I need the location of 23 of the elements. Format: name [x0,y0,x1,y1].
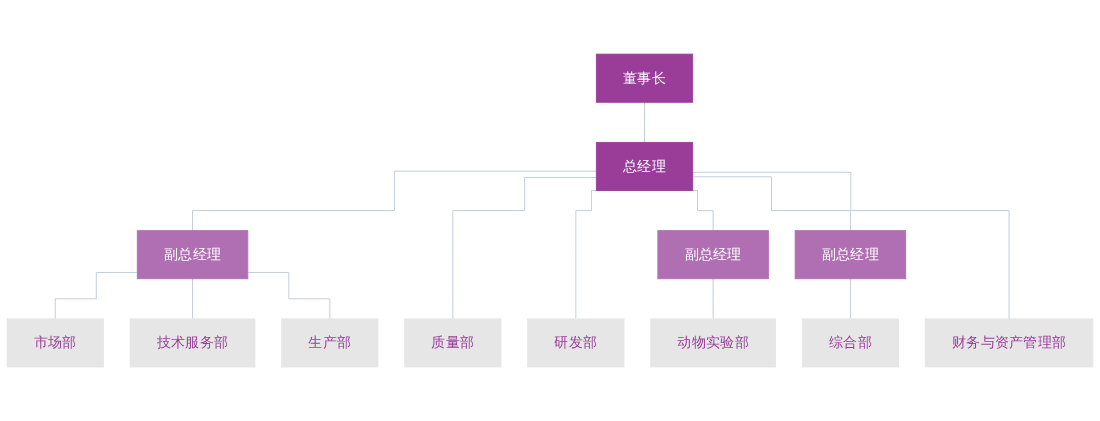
node-box: 副总经理 [794,230,907,280]
node-box: 质量部 [404,318,502,368]
connector [692,176,851,231]
node-box: 副总经理 [136,230,249,280]
node-box: 市场部 [6,318,104,368]
node-box: 动物实验部 [650,318,776,368]
node-box: 研发部 [527,318,625,368]
connector [692,171,1010,320]
connector [247,271,331,320]
node-box: 董事长 [595,53,694,103]
connector [644,101,645,143]
node-box: 综合部 [801,318,899,368]
connector [192,170,597,231]
connector [192,278,193,320]
connector [54,271,138,320]
node-box: 财务与资产管理部 [924,318,1094,368]
node-box: 副总经理 [657,230,769,280]
node-box: 生产部 [281,318,379,368]
node-box: 技术服务部 [129,318,256,368]
connector [452,177,597,320]
connector [849,278,851,320]
node-box: 总经理 [595,141,694,191]
connector [712,278,714,320]
